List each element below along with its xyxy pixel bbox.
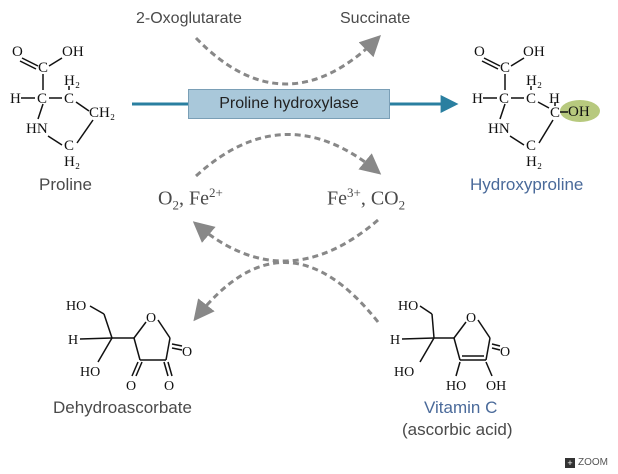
- ascorbic-acid-name: (ascorbic acid): [402, 420, 513, 439]
- dha-ring-o: O: [146, 311, 156, 326]
- o2-symbol: O: [158, 187, 173, 210]
- fe3-co2-label: Fe3+, CO2: [327, 185, 405, 214]
- fe3-to-fe2-arrow: [192, 218, 379, 263]
- vitc-ring-o: O: [466, 311, 476, 326]
- dha-carbonyl-right: O: [182, 345, 192, 360]
- proline-c-alpha: C: [37, 91, 47, 107]
- proline-structure: O OH C H₂ H C C CH₂ HN C H₂: [10, 44, 115, 170]
- vitamin-c-name: Vitamin C: [424, 398, 498, 417]
- vitamin-c-structure: HO H HO O O HO OH: [390, 299, 510, 394]
- vitc-ho-ring: HO: [446, 379, 466, 394]
- fe3-symbol: Fe: [327, 187, 347, 210]
- vitc-ho-top: HO: [398, 299, 418, 314]
- hyp-h-gamma: H: [549, 91, 560, 107]
- dha-ho-top: HO: [66, 299, 86, 314]
- vitc-ho-bottom: HO: [394, 365, 414, 380]
- fe3-charge: 3+: [347, 185, 361, 200]
- dehydroascorbate-structure: HO H HO O O O O: [66, 299, 192, 394]
- dehydroascorbate-name: Dehydroascorbate: [53, 398, 192, 417]
- fe2-symbol: , Fe: [178, 187, 209, 210]
- oxoglutarate-to-succinate-arrow: [194, 35, 381, 86]
- hyp-h2-top: H₂: [526, 73, 542, 89]
- hyp-c-beta: C: [526, 91, 536, 107]
- hyp-oh-hydroxyl: OH: [568, 104, 590, 120]
- hyp-c-alpha: C: [499, 91, 509, 107]
- o2-subscript: 2: [172, 197, 179, 213]
- dha-h: H: [68, 333, 78, 348]
- proline-ch2: CH₂: [89, 105, 115, 121]
- proline-hn: HN: [26, 121, 48, 137]
- vitc-carbonyl-o: O: [500, 345, 510, 360]
- proline-oh: OH: [62, 44, 84, 60]
- hyp-o: O: [474, 44, 485, 60]
- enzyme-name: Proline hydroxylase: [219, 95, 359, 112]
- proline-name: Proline: [39, 175, 92, 194]
- o2-to-co2-arrow: [194, 133, 382, 178]
- hyp-hn: HN: [488, 121, 510, 137]
- dha-ho-bottom: HO: [80, 365, 100, 380]
- zoom-label: ZOOM: [578, 457, 608, 468]
- hyp-c-carboxyl: C: [500, 60, 510, 76]
- dha-carbonyl-bottom: O: [164, 379, 174, 394]
- proline-h2-top: H₂: [64, 73, 80, 89]
- vitc-oh-ring: OH: [486, 379, 506, 394]
- vitc-h: H: [390, 333, 400, 348]
- co2-subscript: 2: [398, 197, 406, 213]
- o2-fe2-label: O2, Fe2+: [158, 185, 223, 214]
- co2-symbol: , CO: [360, 187, 399, 210]
- hyp-h-alpha: H: [472, 91, 483, 107]
- proline-o: O: [12, 44, 23, 60]
- oxoglutarate-label: 2-Oxoglutarate: [136, 10, 242, 27]
- proline-c-carboxyl: C: [38, 60, 48, 76]
- hyp-c-delta: C: [526, 138, 536, 154]
- hyp-c-gamma: C: [550, 105, 560, 121]
- zoom-button[interactable]: + ZOOM: [565, 457, 608, 468]
- proline-h2-bottom: H₂: [64, 154, 80, 170]
- hydroxyproline-structure: O OH C H₂ H C C H C OH HN C H₂: [472, 44, 600, 170]
- enzyme-label-box: Proline hydroxylase: [188, 89, 390, 119]
- plus-icon: +: [565, 457, 575, 468]
- dha-carbonyl-left: O: [126, 379, 136, 394]
- proline-c-delta: C: [64, 138, 74, 154]
- hyp-oh-carboxyl: OH: [523, 44, 545, 60]
- proline-c-beta: C: [64, 91, 74, 107]
- hydroxyl-highlight: [560, 100, 600, 122]
- fe2-charge: 2+: [208, 185, 223, 200]
- proline-h-alpha: H: [10, 91, 21, 107]
- vitamin-c-to-dehydroascorbate-arrow: [193, 261, 380, 323]
- succinate-label: Succinate: [340, 10, 411, 27]
- hyp-h2-bottom: H₂: [526, 154, 542, 170]
- hydroxyproline-name: Hydroxyproline: [470, 175, 584, 194]
